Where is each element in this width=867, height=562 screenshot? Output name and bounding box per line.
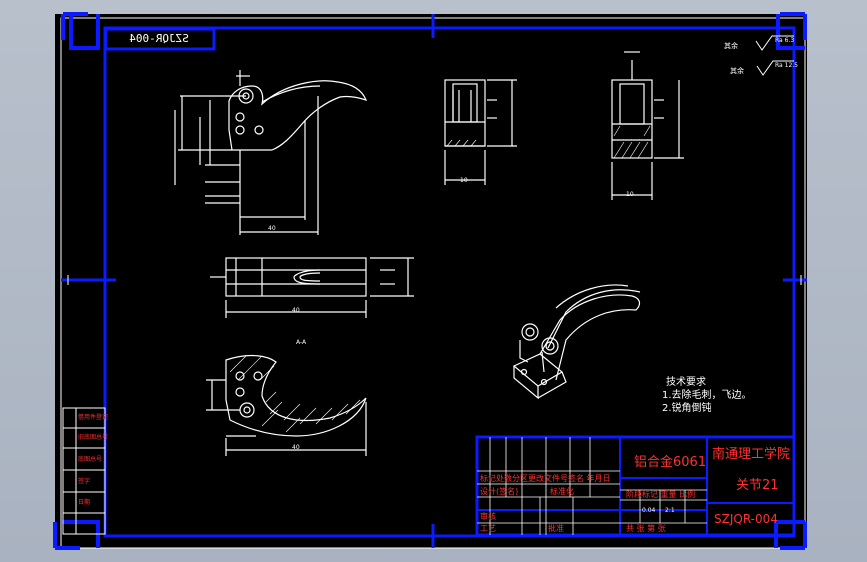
- roughness-note-2: 其余: [730, 67, 744, 75]
- title-block: [475, 435, 796, 537]
- dim-label-5: 10: [626, 191, 634, 198]
- dim-label-4: 10: [460, 177, 468, 184]
- part-name: 关节21: [736, 478, 779, 493]
- roughness-label-2: Ra 12.5: [775, 62, 798, 69]
- side-view-2: [611, 51, 684, 200]
- school-name: 南通理工学院: [712, 447, 791, 462]
- section-view: [206, 354, 367, 456]
- left-strip: [62, 407, 106, 535]
- centering-marks: [61, 14, 807, 548]
- roughness-symbols: [755, 35, 794, 76]
- strip-label-2: 旧底图总号: [78, 434, 109, 441]
- part-code: SZJQR-004: [714, 512, 778, 526]
- process-label: 工艺: [480, 524, 496, 533]
- section-view-label: A-A: [296, 339, 307, 346]
- tech-req-item-2: 2.锐角倒钝: [662, 403, 712, 414]
- side-view-1-hatch: [446, 139, 477, 147]
- dim-label-2: 40: [292, 307, 300, 314]
- strip-label-4: 签字: [78, 478, 91, 485]
- top-view: [210, 257, 414, 318]
- revision-header: 标记处数分区更改文件号签名 年月日: [480, 474, 611, 483]
- strip-label-1: 借用件登记: [78, 414, 109, 421]
- centering-ticks: [67, 275, 802, 285]
- review-label: 审核: [480, 512, 496, 521]
- standardization-label: 标准化: [550, 487, 574, 496]
- design-label: 设计(签名): [480, 487, 519, 496]
- strip-label-5: 日期: [78, 499, 91, 506]
- weight-value: 0.04: [642, 507, 656, 514]
- roughness-label-1: Ra 6.3: [775, 37, 795, 44]
- front-view: [174, 70, 368, 235]
- side-view-2-hatch: [613, 125, 651, 159]
- approve-label: 批准: [548, 524, 564, 533]
- inner-border: [103, 26, 796, 538]
- tech-req-item-1: 1.去除毛刺，飞边。: [662, 390, 752, 401]
- roughness-note-1: 其余: [724, 42, 738, 50]
- strip-label-3: 底图总号: [78, 456, 103, 463]
- drawing-canvas: [55, 14, 807, 548]
- section-hatch: [229, 355, 361, 433]
- corner-marks: [53, 12, 807, 550]
- material-label: 铝合金6061: [634, 455, 707, 470]
- isometric-view: [512, 284, 641, 400]
- dim-label-3: 40: [292, 444, 300, 451]
- stage-weight-scale-header: 阶段标记 重量 比例: [626, 490, 696, 499]
- dim-label-1: 40: [268, 225, 276, 232]
- sheet-count: 共 张 第 张: [626, 524, 666, 533]
- mirrored-drawing-code: SZJQR-004: [129, 32, 189, 45]
- tech-req-title: 技术要求: [666, 377, 706, 388]
- side-view-1: [444, 79, 517, 185]
- code-box: [104, 27, 216, 51]
- technical-requirements: 技术要求 1.去除毛刺，飞边。 2.锐角倒钝: [662, 376, 752, 415]
- scale-value: 2:1: [665, 507, 675, 514]
